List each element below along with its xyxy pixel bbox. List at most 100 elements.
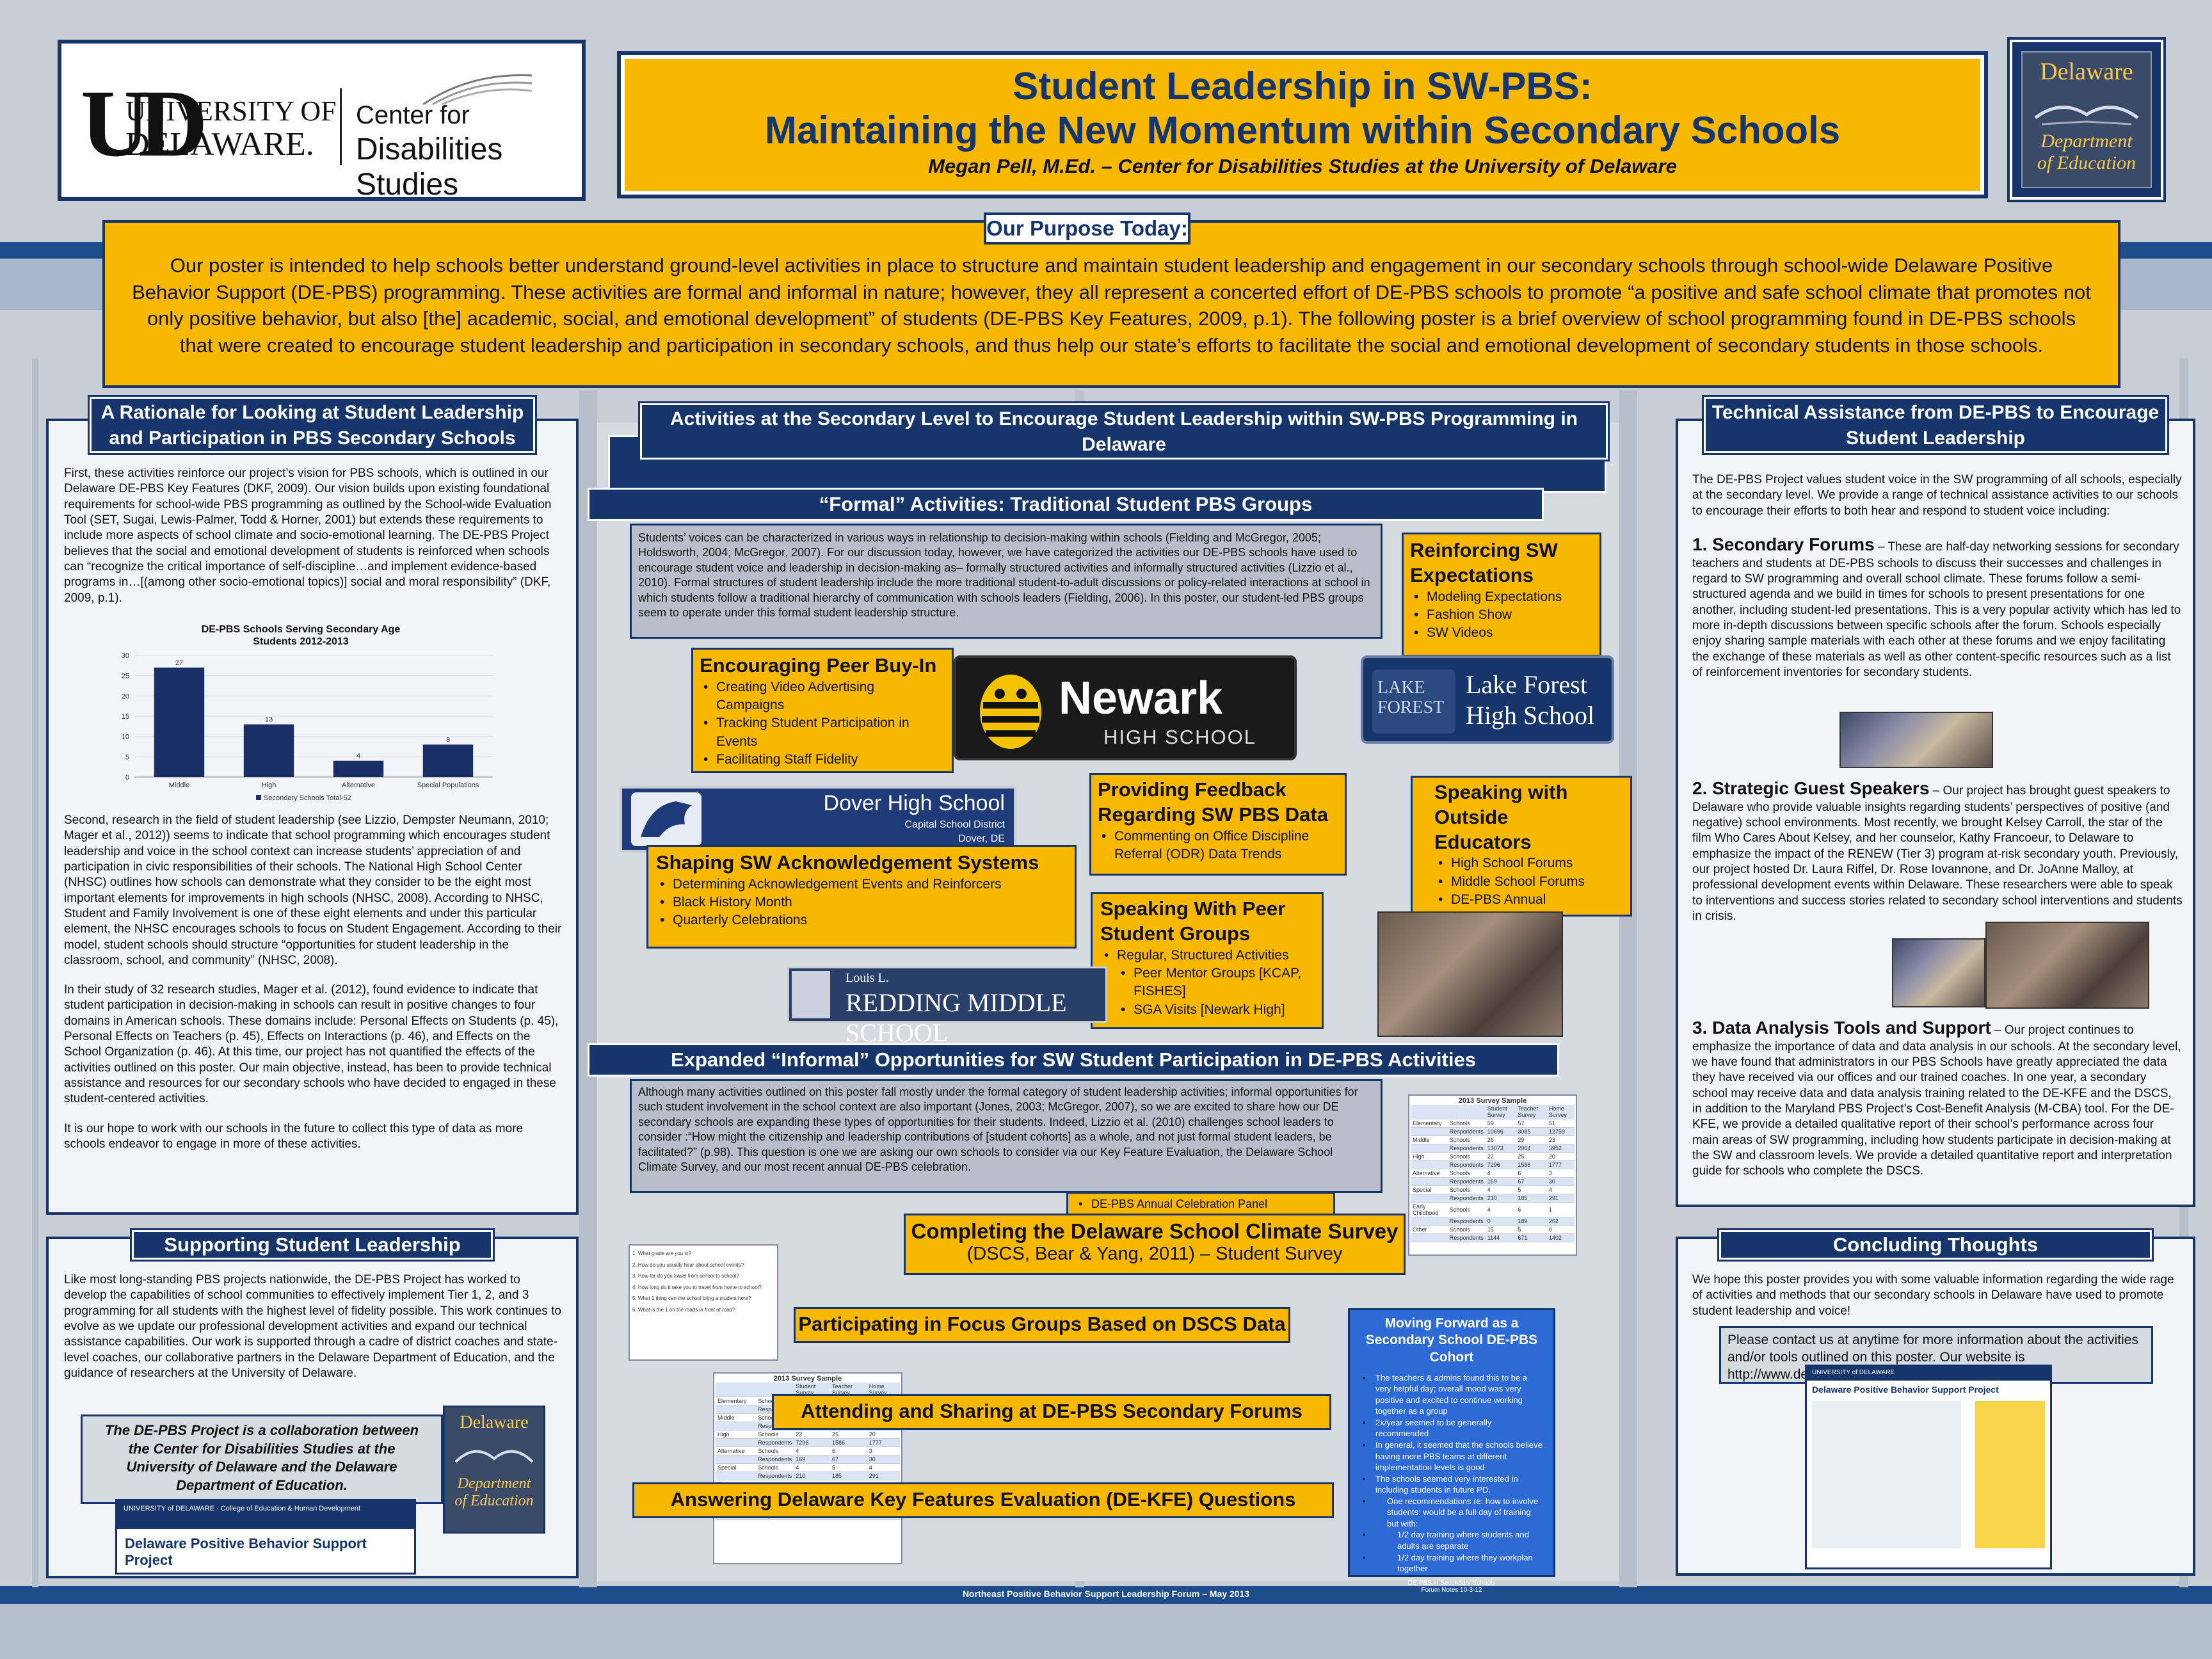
table-cell: 1586 xyxy=(830,1438,867,1447)
table-cell: 20 xyxy=(867,1430,900,1439)
title-banner: Student Leadership in SW-PBS: Maintainin… xyxy=(617,51,1988,198)
technical-intro: The DE-PBS Project values student voice … xyxy=(1692,473,2182,518)
author-line: Megan Pell, M.Ed. – Center for Disabilit… xyxy=(928,155,1677,177)
pbs-banner: UNIVERSITY of DELAWARE · College of Educ… xyxy=(115,1499,416,1575)
table-cell: 169 xyxy=(1485,1177,1516,1186)
informal-text: Although many activities outlined on thi… xyxy=(638,1086,1358,1173)
bottom-band-light xyxy=(0,1604,2212,1659)
list-item: Black History Month xyxy=(656,894,1067,912)
list-item: SGA Visits [Newark High] xyxy=(1100,1001,1314,1020)
moving-footer2: Forum Notes 10-3-12 xyxy=(1421,1586,1482,1594)
technical-heading: Technical Assistance from DE-PBS to Enco… xyxy=(1704,397,2167,453)
table-cell: 26 xyxy=(1485,1135,1516,1144)
pbs-banner-top: UNIVERSITY of DELAWARE · College of Educ… xyxy=(117,1501,414,1529)
x-tick-label: Alternative xyxy=(342,781,375,789)
purpose-box: Our poster is intended to help schools b… xyxy=(102,220,2120,388)
newark-name: Newark xyxy=(1059,673,1223,724)
table-cell: Middle xyxy=(1411,1135,1448,1144)
title-line2: Maintaining the New Momentum within Seco… xyxy=(764,109,1841,152)
list-item: Regular, Structured Activities xyxy=(1100,947,1314,965)
table-cell: 6 xyxy=(1516,1202,1547,1217)
peer-groups-box: Speaking With Peer Student Groups Regula… xyxy=(1091,892,1324,1029)
table-cell: Teacher Survey xyxy=(1516,1105,1547,1119)
table-cell: 671 xyxy=(1516,1233,1547,1242)
table-cell: Other xyxy=(1411,1225,1448,1234)
cds-line2: Disabilities Studies xyxy=(356,132,503,202)
table-cell: 12759 xyxy=(1546,1127,1575,1136)
data-label: 27 xyxy=(175,659,183,667)
table-cell: Schools xyxy=(1447,1119,1486,1128)
table-cell: Alternative xyxy=(716,1447,757,1455)
table-cell: Respondents xyxy=(1447,1177,1486,1186)
outside-title: Speaking with Outside Educators xyxy=(1434,781,1568,853)
supporting-heading: Supporting Student Leadership xyxy=(132,1230,493,1260)
rationale-body-2: Second, research in the field of student… xyxy=(64,813,563,1152)
redding-icon xyxy=(792,971,830,1018)
bar xyxy=(243,724,294,777)
bar-chart: DE-PBS Schools Serving Secondary Age Stu… xyxy=(96,623,506,809)
table-cell: Schools xyxy=(756,1447,794,1455)
survey-title-2: 2013 Survey Sample xyxy=(773,1375,842,1382)
dscs-line2: (DSCS, Bear & Yang, 2011) – Student Surv… xyxy=(966,1244,1343,1264)
table-cell: 4 xyxy=(1546,1185,1575,1194)
moving-list: The teachers & admins found this to be a… xyxy=(1359,1372,1544,1496)
y-tick-label: 0 xyxy=(125,774,129,781)
redding-small: Louis L. xyxy=(846,971,889,985)
table-cell: Respondents xyxy=(1447,1160,1486,1169)
table-cell: Student Survey xyxy=(1485,1105,1516,1119)
patriot-icon xyxy=(631,792,701,846)
col-guide xyxy=(579,390,597,1587)
concluding-heading: Concluding Thoughts xyxy=(1719,1230,2152,1260)
redding-name: REDDING MIDDLE SCHOOL xyxy=(846,988,1067,1047)
cds-swoosh-icon xyxy=(420,69,535,108)
footer-text: Northeast Positive Behavior Support Lead… xyxy=(962,1589,1250,1599)
table-cell: 262 xyxy=(1546,1217,1575,1226)
survey-title: 2013 Survey Sample xyxy=(1458,1097,1527,1105)
peer-buyin-list: Creating Video Advertising Campaigns Tra… xyxy=(700,678,945,769)
form-question: 4. How long do it take you to travel fro… xyxy=(632,1284,762,1290)
list-item: The schools seemed very interested in in… xyxy=(1359,1473,1544,1496)
form-question: 5. What 1 thing can the school bring a s… xyxy=(632,1295,751,1302)
form-question: 3. How far do you travel from school to … xyxy=(632,1273,739,1279)
table-cell: 1402 xyxy=(1546,1233,1575,1242)
speaker-photo-left xyxy=(1892,938,1985,1007)
peer-buyin-title: Encouraging Peer Buy-In xyxy=(700,654,937,677)
table-cell: 1144 xyxy=(1485,1233,1516,1242)
legend-label: Secondary Schools Total-52 xyxy=(264,794,351,802)
bar xyxy=(154,668,205,777)
table-cell: 6 xyxy=(1516,1169,1547,1178)
table-cell: 3085 xyxy=(1516,1127,1547,1136)
technical-body: The DE-PBS Project values student voice … xyxy=(1692,472,2183,680)
table-cell: Home Survey xyxy=(1546,1105,1575,1119)
table-cell xyxy=(716,1438,757,1447)
acknowledgement-title: Shaping SW Acknowledgement Systems xyxy=(656,851,1039,874)
bar xyxy=(333,760,384,777)
y-tick-label: 10 xyxy=(122,733,129,741)
table-cell xyxy=(1411,1233,1448,1242)
table-cell: 4 xyxy=(1485,1169,1516,1178)
table-cell: High xyxy=(716,1430,757,1439)
logo-divider xyxy=(340,88,342,165)
y-tick-label: 5 xyxy=(125,753,129,761)
table-cell: 1586 xyxy=(1516,1160,1547,1169)
table-cell: 30 xyxy=(867,1455,900,1464)
website-content xyxy=(1812,1401,2045,1548)
y-tick-label: 25 xyxy=(122,673,129,680)
s2-text: – Our project has brought guest speakers… xyxy=(1692,784,2183,924)
table-cell: Schools xyxy=(1447,1152,1486,1161)
x-tick-label: Middle xyxy=(169,781,189,789)
list-item: SW Videos xyxy=(1410,624,1593,643)
table-cell: 30 xyxy=(1546,1177,1575,1186)
table-cell: Schools xyxy=(1447,1225,1486,1234)
table-cell xyxy=(1411,1105,1448,1119)
lakeforest-mark: LAKE FOREST xyxy=(1372,669,1455,733)
